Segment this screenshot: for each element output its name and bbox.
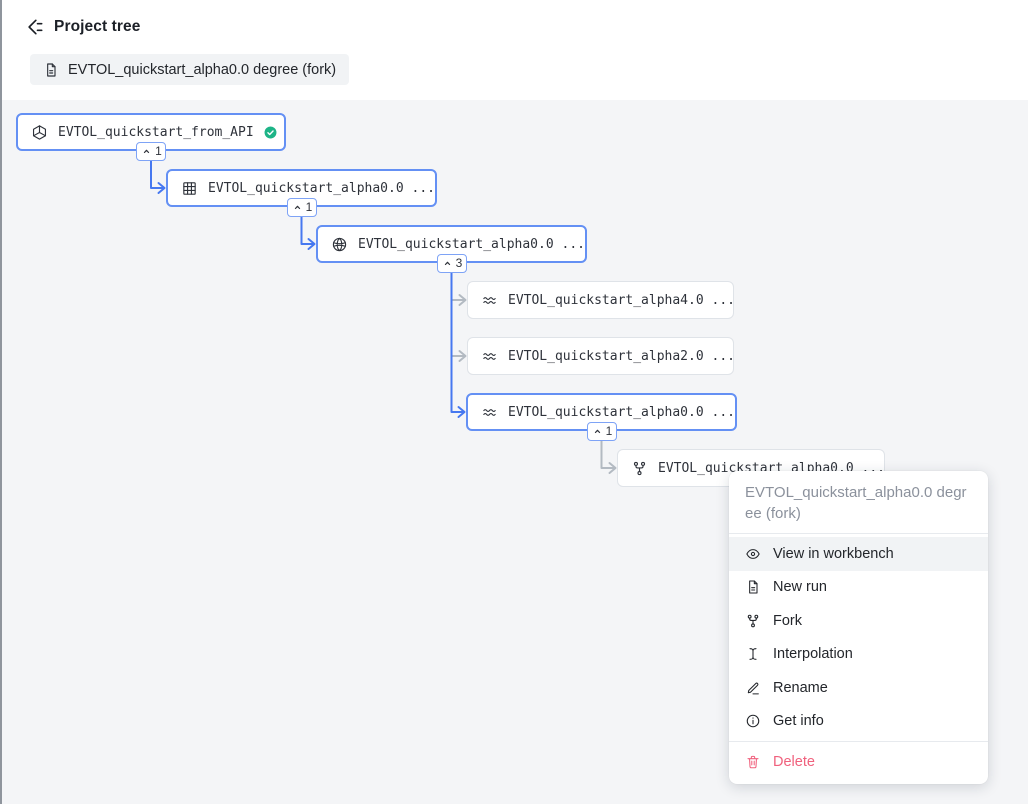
check-icon xyxy=(264,126,277,139)
badge-count: 3 xyxy=(455,256,463,270)
chevron-up-icon xyxy=(591,425,604,438)
menu-item-label: New run xyxy=(773,579,827,596)
menu-item-label: Rename xyxy=(773,679,828,696)
tree-icon xyxy=(25,17,45,37)
menu-item-get-info[interactable]: Get info xyxy=(729,705,988,739)
cube-icon xyxy=(31,124,48,141)
tree-node-n5[interactable]: EVTOL_quickstart_alpha2.0 ... xyxy=(467,337,734,375)
waves-icon xyxy=(481,404,498,421)
mesh-sphere-icon xyxy=(331,236,348,253)
context-menu: EVTOL_quickstart_alpha0.0 degree (fork) V… xyxy=(729,471,988,784)
chevron-up-icon xyxy=(140,145,153,158)
pencil-icon xyxy=(745,680,761,696)
menu-item-new-run[interactable]: New run xyxy=(729,571,988,605)
menu-item-delete[interactable]: Delete xyxy=(729,745,988,779)
menu-item-interpolation[interactable]: Interpolation xyxy=(729,638,988,672)
grid-icon xyxy=(181,180,198,197)
collapse-badge-n6[interactable]: 1 xyxy=(586,421,617,441)
waves-icon xyxy=(481,348,498,365)
title-row: Project tree xyxy=(25,17,141,37)
collapse-badge-n3[interactable]: 3 xyxy=(436,253,467,273)
node-label: EVTOL_quickstart_alpha4.0 ... xyxy=(508,292,734,308)
breadcrumb-chip[interactable]: EVTOL_quickstart_alpha0.0 degree (fork) xyxy=(30,54,350,85)
context-menu-header: EVTOL_quickstart_alpha0.0 degree (fork) xyxy=(745,484,967,522)
info-icon xyxy=(745,713,761,729)
left-edge-bar xyxy=(0,0,2,804)
menu-item-view-in-workbench[interactable]: View in workbench xyxy=(729,537,988,571)
badge-count: 1 xyxy=(155,144,162,158)
menu-divider xyxy=(729,533,988,534)
page-header: Project tree EVTOL_quickstart_alpha0.0 d… xyxy=(0,0,1028,100)
menu-item-rename[interactable]: Rename xyxy=(729,671,988,705)
breadcrumb-label: EVTOL_quickstart_alpha0.0 degree (fork) xyxy=(68,61,337,78)
interpolation-icon xyxy=(745,646,761,662)
document-icon xyxy=(43,62,59,78)
trash-icon xyxy=(745,754,761,770)
chevron-up-icon xyxy=(291,201,304,214)
node-label: EVTOL_quickstart_alpha0.0 ... xyxy=(358,236,585,252)
eye-icon xyxy=(745,546,761,562)
menu-divider xyxy=(729,741,988,742)
menu-item-label: Delete xyxy=(773,753,815,770)
chevron-up-icon xyxy=(441,257,454,270)
menu-item-label: Interpolation xyxy=(773,646,853,663)
collapse-badge-n2[interactable]: 1 xyxy=(286,197,317,217)
fork-icon xyxy=(745,613,761,629)
collapse-badge-n1[interactable]: 1 xyxy=(136,141,166,161)
menu-item-label: Get info xyxy=(773,713,824,730)
page-title: Project tree xyxy=(54,18,141,35)
waves-icon xyxy=(481,292,498,309)
node-label: EVTOL_quickstart_alpha2.0 ... xyxy=(508,348,734,364)
tree-node-n4[interactable]: EVTOL_quickstart_alpha4.0 ... xyxy=(467,281,734,319)
fork-icon xyxy=(631,460,648,477)
node-label: EVTOL_quickstart_alpha0.0 ... xyxy=(208,180,435,196)
menu-item-label: Fork xyxy=(773,612,802,629)
badge-count: 1 xyxy=(305,200,313,214)
menu-item-fork[interactable]: Fork xyxy=(729,604,988,638)
node-label: EVTOL_quickstart_alpha0.0 ... xyxy=(508,404,735,420)
badge-count: 1 xyxy=(605,424,613,438)
menu-item-label: View in workbench xyxy=(773,545,894,562)
file-icon xyxy=(745,579,761,595)
node-label: EVTOL_quickstart_from_API xyxy=(58,124,254,140)
